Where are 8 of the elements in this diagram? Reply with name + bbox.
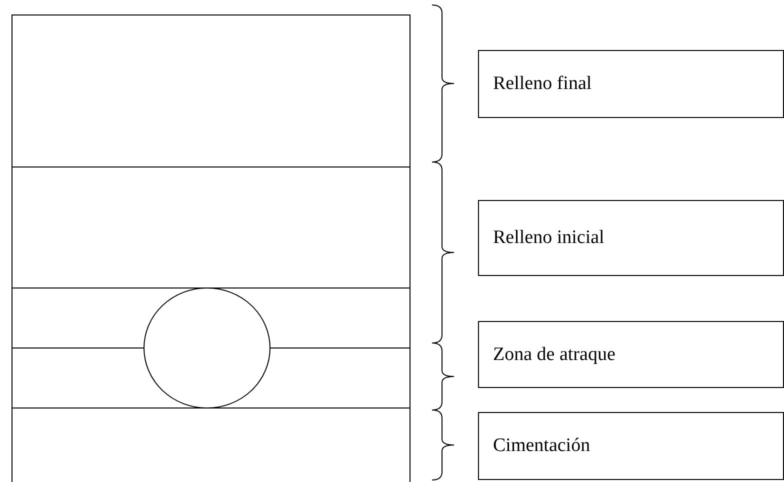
layer-name: Relleno inicial [493,227,604,249]
label-box [478,200,784,276]
layer-name: Relleno final [493,73,592,95]
label-box [478,321,784,388]
layer-name: Cimentación [493,435,590,457]
layer-name: Zona de atraque [493,344,616,366]
label-box [478,412,784,480]
label-box [478,50,784,118]
